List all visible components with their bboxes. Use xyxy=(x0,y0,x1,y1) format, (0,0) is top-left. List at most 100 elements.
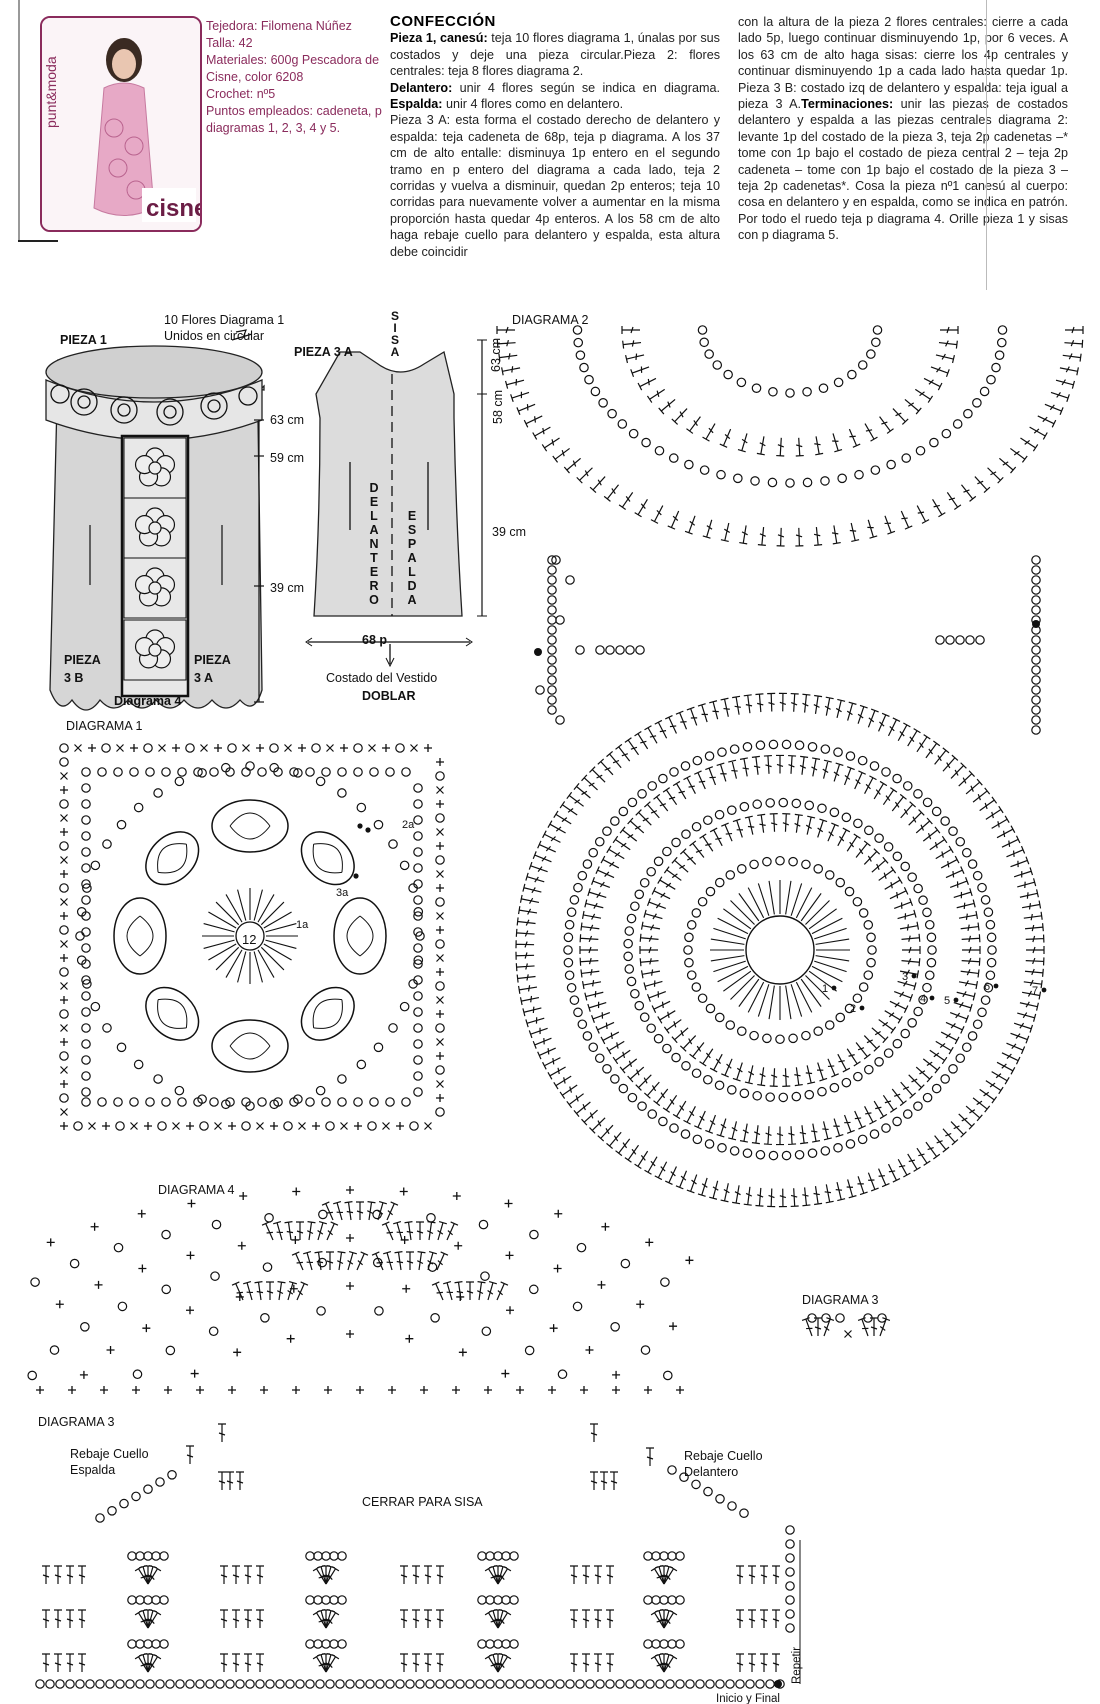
spoke-stitch xyxy=(203,923,235,933)
edging-stitch xyxy=(69,1258,80,1269)
edge-stitch xyxy=(101,1121,111,1131)
instruction-paragraph: Espalda: unir 4 flores como en delantero… xyxy=(390,97,624,112)
dc-stitch xyxy=(563,454,584,474)
chain-stitch xyxy=(75,931,85,941)
dc-stitch xyxy=(708,1179,723,1200)
instruction-paragraph: Terminaciones: unir las piezas de costad… xyxy=(738,97,1068,243)
chain-stitch xyxy=(692,755,703,766)
chain-stitch xyxy=(967,859,978,869)
chain-stitch xyxy=(641,437,651,448)
chain-stitch xyxy=(704,751,715,761)
spoke-stitch xyxy=(805,900,830,925)
chain-stitch xyxy=(922,982,932,993)
chain-stitch xyxy=(869,1129,880,1139)
dc-stitch xyxy=(519,993,541,1006)
dc-stitch xyxy=(819,1119,833,1141)
base-chain xyxy=(345,1679,355,1689)
dc-stitch xyxy=(525,872,546,887)
fan-dc xyxy=(393,1251,406,1272)
dc-stitch xyxy=(802,1063,816,1085)
fan-dc xyxy=(283,1280,298,1302)
chain-stitch xyxy=(116,1042,127,1053)
chain-stitch xyxy=(639,877,650,888)
dc-stitch xyxy=(913,734,931,755)
m59-label: 59 cm xyxy=(270,451,304,465)
edging-stitch xyxy=(141,1323,152,1333)
neck-chain xyxy=(95,1513,105,1523)
dc-stitch xyxy=(810,694,823,716)
chain-stitch xyxy=(714,1080,725,1091)
join-stitch xyxy=(1031,695,1041,705)
petal-line xyxy=(328,858,336,866)
fan-chain xyxy=(329,1551,339,1561)
edging-stitch xyxy=(237,1241,247,1251)
inner-stitch xyxy=(369,1097,379,1107)
dc-stitch xyxy=(860,1103,878,1125)
pieza3a-top-label: PIEZA 3 A xyxy=(294,345,353,359)
edge-stitch xyxy=(59,1009,69,1019)
upper-dc xyxy=(589,1471,599,1491)
dc-stitch xyxy=(800,693,812,714)
dc-stitch xyxy=(874,712,891,734)
round-dot xyxy=(911,973,917,979)
dc-stitch xyxy=(1049,387,1070,403)
dc-stitch xyxy=(821,1183,835,1204)
dc-stitch xyxy=(672,780,690,802)
chain-stitch xyxy=(847,369,857,380)
dc-stitch xyxy=(614,1135,634,1157)
chain-stitch xyxy=(733,473,743,484)
fan-chain xyxy=(135,1639,145,1649)
edging-stitch xyxy=(30,1277,40,1287)
chain-stitch xyxy=(963,408,973,419)
petal-arc xyxy=(126,915,141,957)
dc-stitch xyxy=(399,1653,409,1673)
dc-stitch xyxy=(1020,899,1042,913)
chain-stitch xyxy=(817,803,827,814)
dc-stitch xyxy=(517,982,539,995)
dc-stitch xyxy=(756,1066,769,1087)
edge-stitch xyxy=(129,1121,139,1131)
edging-stitch xyxy=(49,1345,60,1355)
dc-stitch xyxy=(65,1565,75,1585)
dc-stitch xyxy=(65,1653,75,1673)
dc-stitch xyxy=(532,850,554,867)
join-stitch xyxy=(547,675,557,685)
chain-stitch xyxy=(752,1090,762,1101)
dc-stitch xyxy=(735,1653,745,1673)
spoke-stitch xyxy=(215,946,240,971)
edging-stitch xyxy=(576,1242,587,1253)
dc-stitch xyxy=(786,1125,797,1146)
inner-stitch xyxy=(81,783,91,793)
edge-stitch xyxy=(435,911,445,921)
chain-stitch xyxy=(627,797,638,808)
chain-stitch xyxy=(986,932,997,943)
inner-stitch xyxy=(305,767,315,777)
chain-stitch xyxy=(778,1092,789,1103)
petal-line xyxy=(168,1010,172,1014)
dc-stitch xyxy=(633,730,652,752)
inner-stitch xyxy=(413,863,423,873)
chain-stitch xyxy=(833,1142,843,1153)
dc-stitch xyxy=(569,1653,579,1673)
chain-stitch xyxy=(985,970,996,981)
chain-stitch xyxy=(841,1077,852,1088)
join-stitch xyxy=(595,645,605,655)
base-chain xyxy=(485,1679,495,1689)
dc-stitch xyxy=(517,905,539,918)
chain-stitch xyxy=(388,1023,398,1033)
chain-stitch xyxy=(980,895,991,905)
spoke-stitch xyxy=(713,927,746,940)
edging-stitch xyxy=(503,1198,514,1209)
instruction-paragraph: con la altura de la pieza 2 flores centr… xyxy=(738,15,1068,112)
dc-stitch xyxy=(843,1177,858,1199)
dc-stitch xyxy=(573,1098,594,1118)
fan-chain xyxy=(313,1595,323,1605)
chain-stitch xyxy=(610,1074,620,1084)
letter: L xyxy=(370,509,378,523)
dc-stitch xyxy=(709,1051,727,1073)
round-number: 6 xyxy=(984,981,990,993)
base-chain xyxy=(235,1679,245,1689)
base-chain xyxy=(495,1679,505,1689)
diagram4-schematic-label: Diagrama 4 xyxy=(114,694,181,708)
edge-stitch xyxy=(395,1121,405,1131)
